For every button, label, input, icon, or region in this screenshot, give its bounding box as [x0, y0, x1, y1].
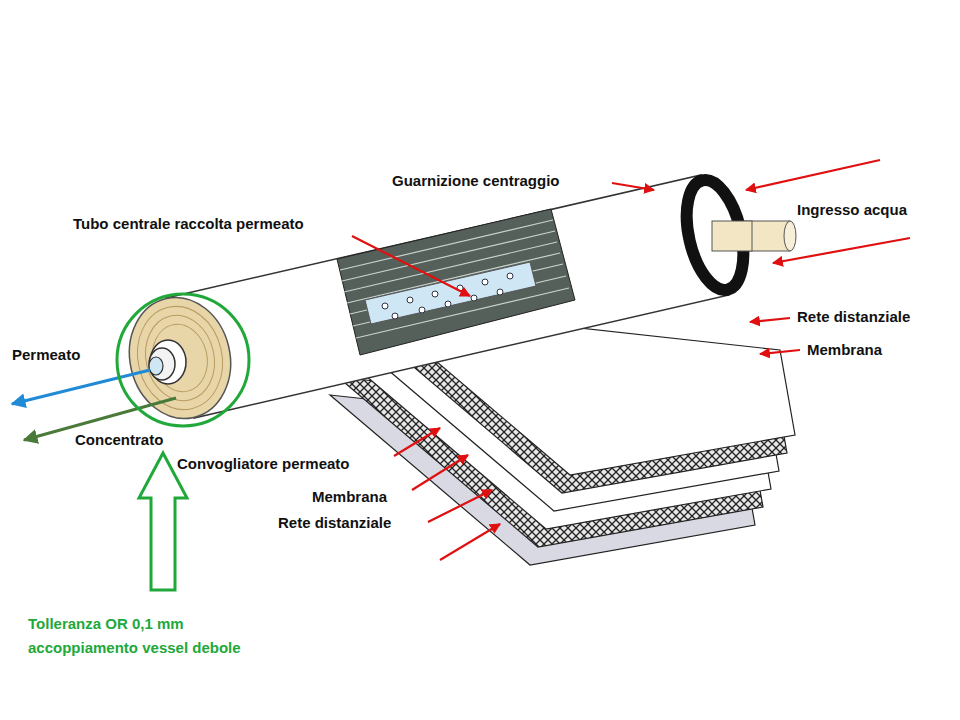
- part-label: Ingresso acqua: [797, 201, 907, 219]
- membrane-cylinder: [118, 175, 796, 429]
- part-label: Convogliatore permeato: [177, 455, 350, 473]
- part-label: Membrana: [807, 341, 882, 359]
- highlight-arrow: [139, 453, 187, 590]
- highlight-circle: [117, 294, 249, 426]
- part-label: Rete distanziale: [797, 308, 910, 326]
- leader-arrows: [352, 160, 910, 560]
- part-label: Tubo centrale raccolta permeato: [73, 215, 304, 233]
- note-text: Tolleranza OR 0,1 mm accoppiamento vesse…: [28, 612, 278, 660]
- part-label: Permeato: [12, 346, 80, 364]
- part-label: Rete distanziale: [278, 514, 391, 532]
- part-label: Membrana: [312, 488, 387, 506]
- part-label: Concentrato: [75, 431, 163, 449]
- part-label: Guarnizione centraggio: [392, 172, 560, 190]
